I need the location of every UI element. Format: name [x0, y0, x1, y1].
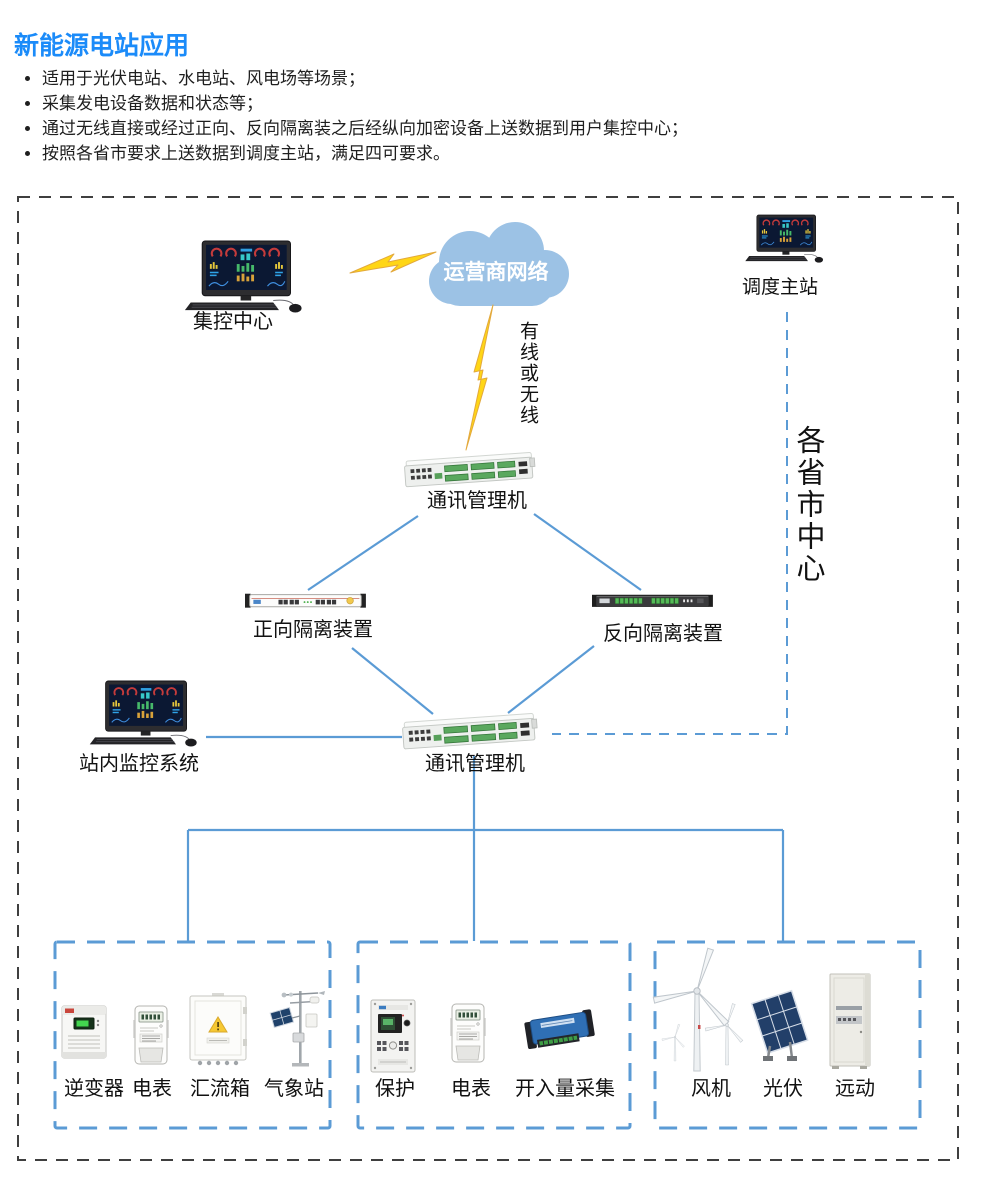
meter-icon	[449, 1003, 487, 1063]
bullet-item: 适用于光伏电站、水电站、风电场等场景；	[42, 66, 688, 91]
device-label-protection: 保护	[375, 1078, 415, 1100]
reverse-isolation-device-icon	[591, 594, 714, 608]
feature-bullet-list: 适用于光伏电站、水电站、风电场等场景； 采集发电设备数据和状态等； 通过无线直接…	[24, 66, 688, 166]
wind-turbine-icon	[653, 948, 742, 1071]
device-label-wind: 风机	[691, 1078, 731, 1100]
reverse-isolation-label: 反向隔离装置	[603, 623, 723, 645]
forward-isolation-label: 正向隔离装置	[253, 619, 373, 641]
weather-station-icon	[269, 990, 326, 1068]
rtu-cabinet-icon	[829, 973, 871, 1070]
device-label-di-collector: 开入量采集	[515, 1078, 615, 1100]
device-label-pv: 光伏	[763, 1078, 803, 1100]
page-title: 新能源电站应用	[14, 32, 190, 60]
device-group-box-pv-field	[53, 940, 332, 1130]
lightning-bolt-vertical-icon	[465, 304, 494, 451]
diagram-outer-border	[17, 196, 959, 1161]
comm-manager-top-label: 通讯管理机	[427, 490, 527, 512]
comm-manager-bottom-label: 通讯管理机	[425, 753, 525, 775]
device-group-box-protection	[356, 940, 632, 1130]
wired-or-wireless-label: 有线或无线	[517, 321, 538, 426]
bullet-item: 按照各省市要求上送数据到调度主站，满足四可要求。	[42, 141, 688, 166]
inverter-icon	[61, 1005, 107, 1059]
control-center-pc-icon	[183, 239, 303, 314]
meter-icon	[132, 1005, 170, 1065]
dispatch-link-dashed-line	[552, 312, 788, 735]
pv-panel-icon	[750, 989, 809, 1063]
connector-line	[533, 513, 642, 591]
bullet-item: 采集发电设备数据和状态等；	[42, 91, 688, 116]
device-label-meter2: 电表	[451, 1078, 491, 1100]
carrier-cloud-icon	[429, 222, 569, 306]
di-collector-icon	[523, 1008, 596, 1050]
connector-line	[507, 645, 595, 714]
carrier-network-label: 运营商网络	[443, 261, 549, 284]
comm-manager-bottom-icon	[401, 712, 539, 750]
comm-manager-top-icon	[403, 451, 537, 488]
connector-line	[307, 515, 419, 591]
station-monitor-pc-icon	[88, 680, 198, 748]
device-group-box-generation	[653, 940, 922, 1130]
lightning-bolt-horizontal-icon	[349, 251, 437, 274]
dispatch-master-label: 调度主站	[741, 277, 818, 298]
protection-relay-icon	[370, 999, 416, 1073]
connector-line	[351, 647, 434, 715]
forward-isolation-device-icon	[244, 593, 367, 609]
device-label-combiner: 汇流箱	[190, 1078, 250, 1100]
device-label-weather: 气象站	[264, 1078, 324, 1100]
device-label-inverter: 逆变器	[64, 1078, 124, 1100]
bullet-item: 通过无线直接或经过正向、反向隔离装之后经纵向加密设备上送数据到用户集控中心；	[42, 116, 688, 141]
station-monitoring-label: 站内监控系统	[79, 753, 199, 775]
dispatch-master-pc-icon	[744, 214, 824, 264]
province-city-center-label: 各省市中心	[792, 425, 824, 585]
connector-lines	[186, 513, 785, 941]
device-label-rtu: 远动	[835, 1078, 875, 1100]
control-center-label: 集控中心	[193, 311, 273, 333]
combiner-box-icon	[189, 992, 248, 1066]
device-label-meter: 电表	[132, 1078, 172, 1100]
